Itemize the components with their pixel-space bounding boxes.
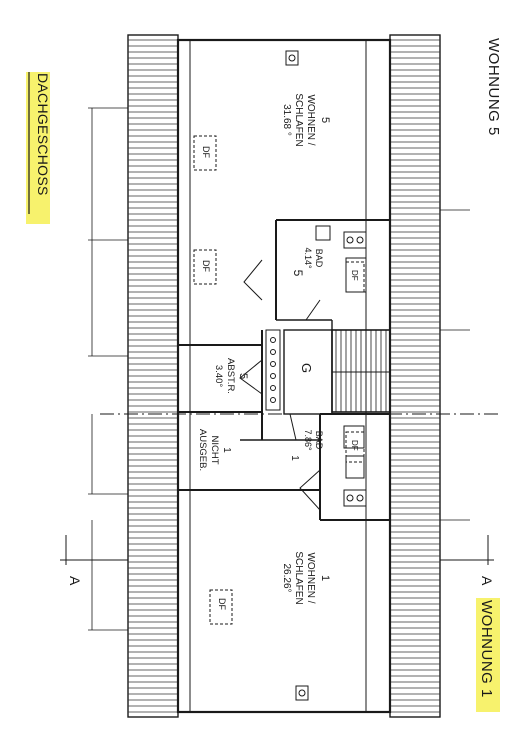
svg-text:26.26°: 26.26° [281, 563, 292, 592]
room-label-bad-5: BAD 4.14° 5 [291, 247, 324, 276]
svg-text:5: 5 [237, 373, 249, 379]
highlight-mark [26, 72, 50, 224]
svg-text:7.86°: 7.86° [303, 429, 313, 451]
unit-title-1: WOHNUNG 1 [476, 598, 500, 712]
vent-top [285, 50, 299, 66]
svg-text:SCHLAFEN: SCHLAFEN [293, 93, 304, 146]
door-bad-5 [243, 259, 263, 301]
door-swings [239, 259, 321, 511]
room-label-wohnen-5: 5 WOHNEN / SCHLAFEN 31.68 ° [281, 93, 331, 146]
toilet-bad-5 [315, 225, 331, 241]
staircase [335, 330, 387, 412]
roof-window-label: DF [217, 598, 227, 610]
room-label-wohnen-1: 1 WOHNEN / SCHLAFEN 26.26° [281, 551, 331, 604]
sink-basin [356, 494, 364, 502]
svg-text:5: 5 [291, 270, 305, 277]
svg-text:WOHNEN /: WOHNEN / [305, 552, 316, 603]
duct-block [265, 329, 281, 411]
floor-label-text: DACHGESCHOSS [35, 73, 51, 196]
roof-window: DF [345, 431, 365, 463]
roof-window-label: DF [350, 270, 359, 281]
section-marker-right: A [440, 535, 495, 586]
highlight-mark [476, 598, 500, 712]
roof-window: DF [193, 249, 217, 285]
sink-bad-1 [343, 489, 367, 507]
door-core-top [305, 299, 321, 321]
room-label-nicht-ausgeb: 1 NICHT AUSGEB. [197, 429, 232, 471]
roof-window-label: DF [201, 260, 211, 272]
svg-text:5: 5 [319, 117, 331, 123]
room-label-core: G [299, 363, 314, 373]
unit-title-1-text: WOHNUNG 1 [478, 600, 495, 698]
room-label-bad-1: BAD 7.86° 1 [289, 429, 324, 461]
roof-window: DF [193, 135, 217, 171]
roof-window: DF [345, 261, 365, 293]
svg-text:1: 1 [319, 575, 331, 581]
door-bad-1 [299, 469, 321, 511]
svg-text:1: 1 [289, 455, 300, 461]
vent-bottom [295, 685, 309, 701]
roof-window: DF [209, 589, 233, 625]
section-label: A [67, 576, 83, 586]
section-marker-left: A [60, 535, 128, 586]
svg-text:31.68 °: 31.68 ° [281, 104, 292, 136]
svg-text:1: 1 [221, 447, 232, 453]
svg-text:NICHT: NICHT [209, 435, 220, 464]
unit-title-5: WOHNUNG 5 [485, 38, 502, 136]
svg-text:BAD: BAD [314, 249, 324, 268]
section-label: A [479, 576, 495, 586]
roof-window-label: DF [201, 146, 211, 158]
roof-hatching-left [127, 34, 179, 718]
door-core [289, 413, 297, 441]
svg-text:SCHLAFEN: SCHLAFEN [293, 551, 304, 604]
sink-basin [346, 236, 354, 244]
floor-label: DACHGESCHOSS [26, 72, 51, 224]
bathroom-fixtures [315, 225, 367, 507]
sink-bad-5 [343, 231, 367, 249]
svg-text:BAD: BAD [314, 431, 324, 450]
building-outline [176, 38, 392, 714]
svg-text:AUSGEB.: AUSGEB. [197, 429, 208, 471]
svg-text:ABST.R.: ABST.R. [225, 358, 236, 394]
sink-basin [356, 236, 364, 244]
roof-hatching-right [389, 34, 441, 718]
shower-bad-1 [345, 455, 365, 479]
door-abstr [239, 359, 263, 395]
sink-basin [346, 494, 354, 502]
dimension-lines [88, 107, 470, 631]
ventilation-ducts [265, 50, 309, 701]
roof-window-label: DF [350, 440, 359, 451]
room-label-abstr: 5 ABST.R. 3.40° [213, 358, 249, 394]
svg-text:WOHNEN /: WOHNEN / [305, 94, 316, 145]
svg-text:4.14°: 4.14° [303, 247, 313, 269]
svg-text:3.40°: 3.40° [213, 365, 224, 387]
